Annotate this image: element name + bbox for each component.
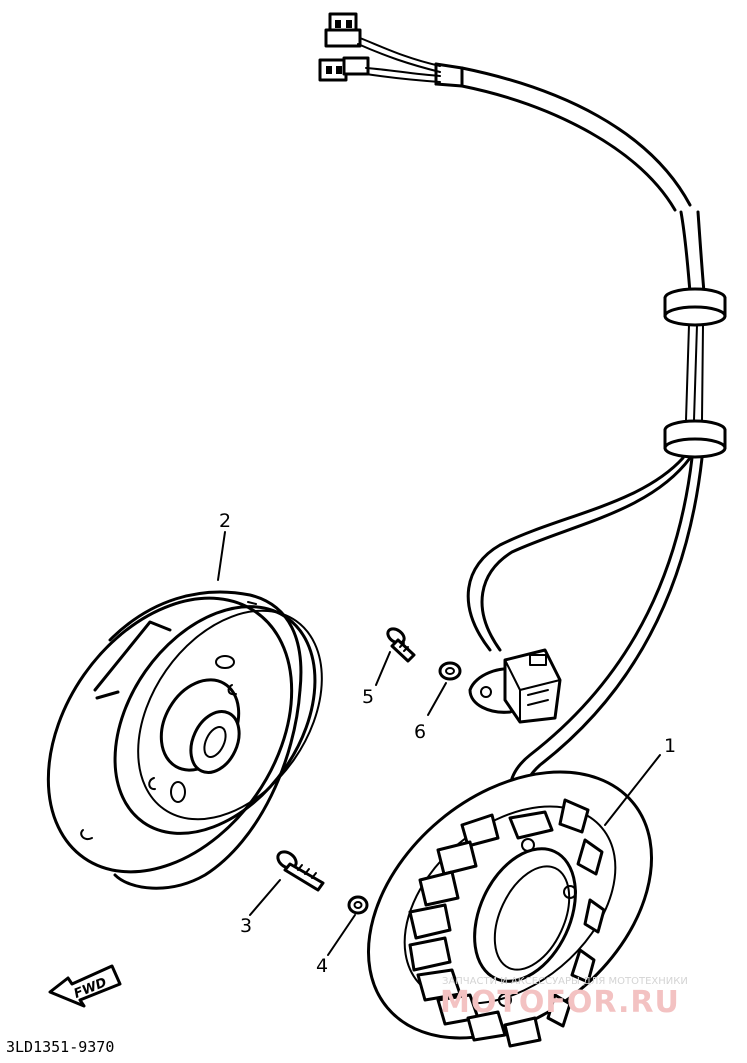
stator [367,770,653,1048]
fwd-arrow: FWD [48,964,122,1008]
callout-6: 6 [414,721,426,743]
callout-4: 4 [316,955,328,977]
washer-part-6 [438,661,462,681]
wire-connector-lower [318,56,370,82]
callout-1: 1 [664,735,676,757]
grommet-lower [663,419,727,459]
bolt-part-3 [276,850,325,892]
diagram-code: 3LD1351-9370 [6,1038,114,1056]
washer-part-4 [347,895,369,915]
grommet-upper [663,287,727,327]
wire-connector-upper [324,12,362,48]
screw-part-5 [386,627,416,663]
pickup-coil [468,648,562,724]
rotor [46,590,323,890]
watermark-tagline: ЗАПЧАСТИ И АКСЕССУАРЫ ДЛЯ МОТОТЕХНИКИ [442,976,688,987]
leader-lines [217,531,661,956]
callout-5: 5 [362,686,374,708]
stator-poles [408,798,606,1048]
fwd-label: FWD [72,975,109,1002]
callout-3: 3 [240,915,252,937]
watermark-site: MOTOFOR.RU [440,985,680,1020]
callout-2: 2 [219,510,231,532]
